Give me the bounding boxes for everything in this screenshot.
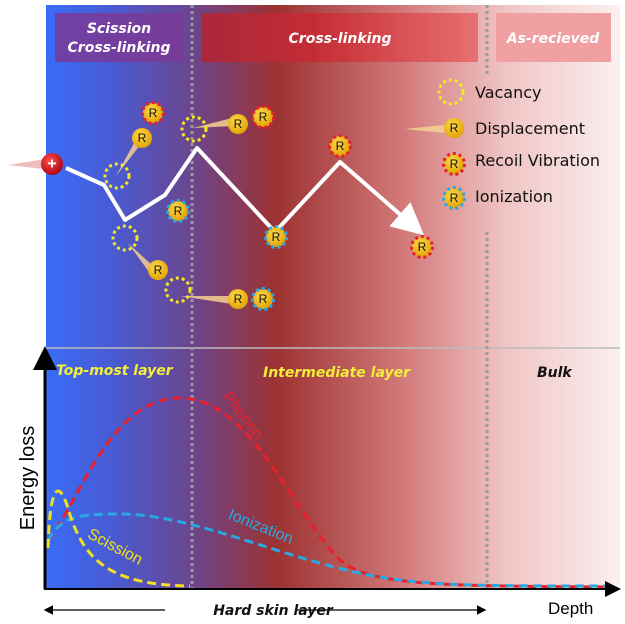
- particle-letter: R: [418, 240, 427, 254]
- layer-label-top: Top-most layer: [56, 363, 174, 379]
- ion-trajectory: [65, 146, 425, 236]
- legend-recoil-vibration: Recoil Vibration: [475, 151, 600, 170]
- hard-skin-label: Hard skin layer: [213, 603, 334, 619]
- displacement-particle-icon: R: [444, 118, 464, 138]
- particle-letter: R: [272, 230, 281, 244]
- displacement-particle-icon: R: [132, 128, 152, 148]
- particle-letter: R: [138, 131, 147, 145]
- svg-text:+: +: [47, 156, 56, 173]
- x-axis-label: Depth: [548, 599, 593, 618]
- bar-label: Cross-linking: [289, 31, 392, 47]
- bar-scission-crosslinking: Scission Cross-linking: [55, 13, 183, 62]
- particle-letter: R: [450, 157, 459, 171]
- vacancy-icons: [103, 78, 465, 304]
- bar-label: Cross-linking: [68, 40, 171, 56]
- particle-letter: R: [234, 292, 243, 306]
- ion-trail: [8, 158, 52, 170]
- bar-label: Scission: [87, 21, 151, 37]
- scission-curve: [46, 489, 191, 588]
- legend-displacement: Displacement: [475, 119, 585, 138]
- recoil-particle-icon: R: [141, 101, 165, 125]
- bar-label: As-recieved: [506, 31, 601, 47]
- ionization-particle-icon: R: [251, 287, 275, 311]
- particle-letter: R: [174, 204, 183, 218]
- particle-letter: R: [154, 263, 163, 277]
- displacement-particle-icon: R: [228, 289, 248, 309]
- recoil-particle-icon: R: [251, 105, 275, 129]
- displacement-particle-icon: R: [148, 260, 168, 280]
- layer-label-bulk: Bulk: [537, 365, 573, 381]
- legend: Vacancy Displacement Recoil Vibration Io…: [475, 83, 600, 206]
- particle-letter: R: [259, 292, 268, 306]
- ionization-particle-icon: R: [442, 186, 466, 210]
- ionization-curve: [46, 512, 611, 588]
- particle-letter: R: [336, 139, 345, 153]
- legend-vacancy: Vacancy: [475, 83, 542, 102]
- background-gradient: [46, 5, 620, 589]
- particle-letter: R: [234, 117, 243, 131]
- incident-ion-icon: [41, 153, 63, 175]
- bar-crosslinking: Cross-linking: [202, 13, 478, 62]
- particle-letter: R: [450, 121, 459, 135]
- layer-label-intermediate: Intermediate layer: [263, 365, 411, 381]
- displacement-particle-icon: R: [228, 114, 248, 134]
- ionization-particle-icon: R: [166, 199, 190, 223]
- ionization-particle-icon: R: [264, 225, 288, 249]
- y-axis-label: Energy loss: [17, 426, 39, 531]
- particle-letter: R: [450, 191, 459, 205]
- particle-letter: R: [259, 110, 268, 124]
- legend-ionization: Ionization: [475, 187, 553, 206]
- recoil-particle-icon: R: [442, 152, 466, 176]
- recoil-particle-icon: R: [328, 134, 352, 158]
- bar-as-received: As-recieved: [496, 13, 611, 62]
- particle-letter: R: [149, 106, 158, 120]
- recoil-particle-icon: R: [410, 235, 434, 259]
